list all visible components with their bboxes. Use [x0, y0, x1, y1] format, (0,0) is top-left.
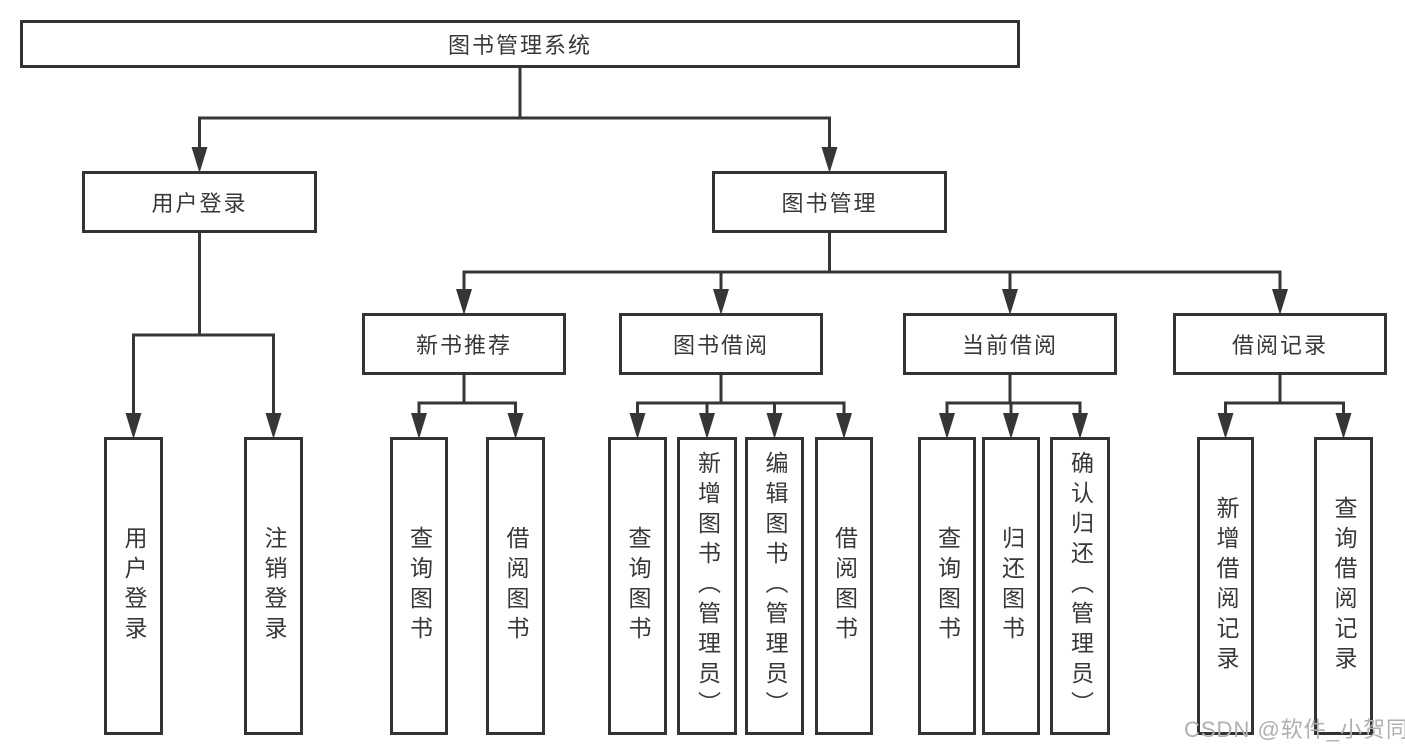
arrowhead-icon	[1003, 413, 1019, 439]
node-label: 新书推荐	[415, 333, 512, 358]
node-label: 新增借阅记录	[1213, 496, 1239, 676]
node-label: 新增图书（管理员）	[694, 451, 721, 721]
node-bw-query: 查询图书	[608, 437, 667, 735]
arrowhead-icon	[456, 289, 472, 315]
arrowhead-icon	[713, 289, 729, 315]
node-root: 图书管理系统	[20, 20, 1020, 68]
node-label: 注销登录	[261, 526, 287, 646]
arrowhead-icon	[265, 413, 282, 439]
arrowhead-icon	[766, 413, 783, 439]
node-records: 借阅记录	[1173, 313, 1387, 375]
arrowhead-icon	[629, 413, 646, 439]
node-rec-add: 新增借阅记录	[1197, 437, 1254, 735]
arrowhead-icon	[1217, 413, 1234, 439]
node-label: 当前借阅	[961, 333, 1058, 358]
node-label: 查询图书	[625, 526, 651, 646]
node-current: 当前借阅	[903, 313, 1117, 375]
node-label: 图书管理系统	[447, 33, 592, 58]
node-cur-query: 查询图书	[918, 437, 976, 735]
node-label: 查询图书	[934, 526, 961, 646]
arrowhead-icon	[125, 413, 142, 439]
arrowhead-icon	[507, 413, 524, 439]
arrowhead-icon	[1335, 413, 1352, 439]
arrowhead-icon	[1272, 289, 1288, 315]
arrowhead-icon	[411, 413, 427, 439]
node-login-logout: 注销登录	[244, 437, 303, 735]
node-bw-borrow: 借阅图书	[815, 437, 873, 735]
arrowhead-icon	[1002, 289, 1018, 315]
node-label: 确认归还（管理员）	[1067, 451, 1094, 721]
arrowhead-icon	[939, 413, 955, 439]
node-label: 归还图书	[998, 526, 1025, 646]
node-borrow: 图书借阅	[619, 313, 823, 375]
node-label: 编辑图书（管理员）	[762, 451, 788, 721]
node-cur-return: 归还图书	[982, 437, 1040, 735]
node-label: 查询借阅记录	[1331, 496, 1357, 676]
node-label: 图书管理	[781, 191, 878, 216]
node-bw-edit: 编辑图书（管理员）	[745, 437, 804, 735]
node-label: 借阅图书	[831, 526, 858, 646]
node-rec-query: 查询借阅记录	[1314, 437, 1373, 735]
node-mgmt: 图书管理	[712, 171, 947, 233]
node-label: 用户登录	[151, 191, 248, 216]
node-cur-confirm: 确认归还（管理员）	[1050, 437, 1110, 735]
arrowhead-icon	[821, 147, 838, 173]
node-login: 用户登录	[82, 171, 317, 233]
arrowhead-icon	[836, 413, 852, 439]
node-label: 用户登录	[121, 526, 147, 646]
arrowhead-icon	[699, 413, 715, 439]
node-bw-add: 新增图书（管理员）	[677, 437, 737, 735]
watermark: CSDN @软件_小贺同学	[1184, 717, 1405, 742]
node-label: 图书借阅	[672, 333, 769, 358]
node-nb-borrow: 借阅图书	[486, 437, 545, 735]
node-nb-query: 查询图书	[390, 437, 448, 735]
node-label: 借阅记录	[1231, 333, 1328, 358]
arrowhead-icon	[1072, 413, 1088, 439]
node-newbook: 新书推荐	[362, 313, 566, 375]
node-login-user: 用户登录	[104, 437, 163, 735]
node-label: 借阅图书	[503, 526, 529, 646]
arrowhead-icon	[191, 147, 208, 173]
node-label: 查询图书	[406, 526, 433, 646]
